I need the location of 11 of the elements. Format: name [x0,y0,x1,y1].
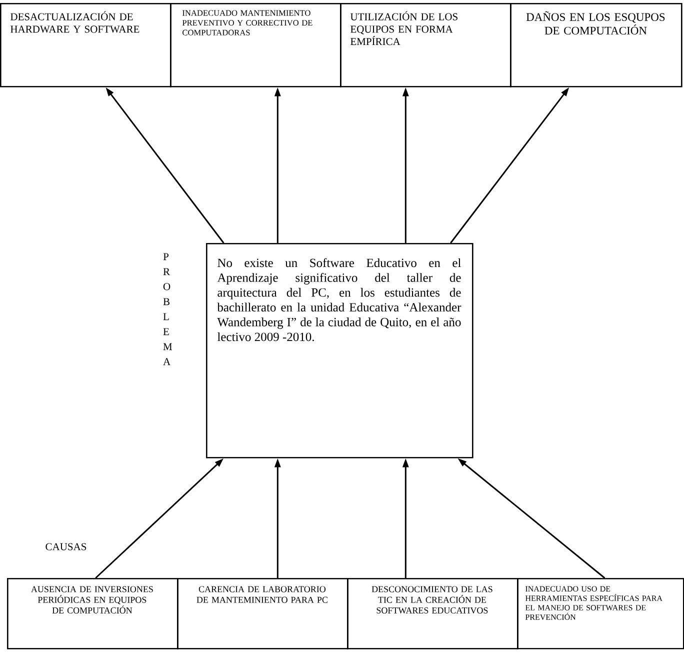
problem-box: No existe un Software Educativo en el Aprendizaje significativo del taller de arquitectura del PC, en los estudiantes de bachillerato en la unidad Educativa “Alexander Wandemberg I” de la ciudad de Quito, en el año lectivo 2009 -2010. [206,243,474,458]
effect-box: UTILIZACIÓN DE LOS EQUIPOS EN FORMA EMPÍRICA [340,3,512,88]
effect-box: INADECUADO MANTENIMIENTO PREVENTIVO Y CORRECTIVO DE COMPUTADORAS [170,3,342,88]
cause-box: AUSENCIA DE INVERSIONES PERIÓDICAS EN EQUIPOS DE COMPUTACIÓN [7,578,178,650]
cause-box: INADECUADO USO DE HERRAMIENTAS ESPECÍFICAS PARA EL MANEJO DE SOFTWARES DE PREVENCIÓN [517,578,684,650]
cause-box: CARENCIA DE LABORATORIO DE MANTEMINIENTO PARA PC [177,578,348,650]
cause-box: DESCONOCIMIENTO DE LAS TIC EN LA CREACIÓN DE SOFTWARES EDUCATIVOS [347,578,518,650]
effect-box: DESACTUALIZACIÓN DE HARDWARE Y SOFTWARE [0,3,172,88]
effect-box: DAÑOS EN LOS ESQUPOS DE COMPUTACIÓN [510,3,682,88]
section-label: CAUSAS [46,543,86,550]
vertical-label: P R O B L E M A [163,253,172,366]
